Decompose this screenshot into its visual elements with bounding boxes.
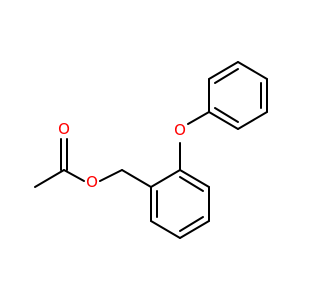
carbonyl-oxygen-label: O — [58, 120, 70, 138]
bond-ring1-inner-2 — [179, 216, 204, 232]
bond-ring1-f — [150, 169, 181, 188]
bond-ring1-inner-3 — [179, 176, 204, 192]
bond-ring2-b — [208, 61, 239, 80]
bond-methyl-carbonyl — [34, 169, 65, 188]
bond-ring2-c — [237, 61, 268, 80]
bond-ring2-f — [208, 111, 239, 130]
bond-ring1-c — [179, 220, 210, 239]
ester-oxygen-label: O — [86, 173, 98, 191]
atom-label-layer: O O O — [58, 120, 186, 191]
bond-ring2-inner-1 — [214, 68, 239, 84]
bond-layer — [34, 61, 268, 239]
bond-ring2-inner-3 — [214, 107, 239, 123]
bond-ring1-b — [150, 220, 181, 239]
bond-ring1-e — [179, 169, 210, 188]
bond-ether-o-phenyl — [187, 111, 210, 125]
bond-ester-o-ch2 — [99, 169, 123, 182]
molecule-structure-diagram: O O O — [34, 61, 268, 239]
bond-carbonyl-ester-o — [63, 169, 85, 182]
bond-ch2-ring — [121, 169, 152, 188]
bond-ring2-e — [237, 111, 268, 130]
ether-oxygen-label: O — [174, 121, 186, 139]
